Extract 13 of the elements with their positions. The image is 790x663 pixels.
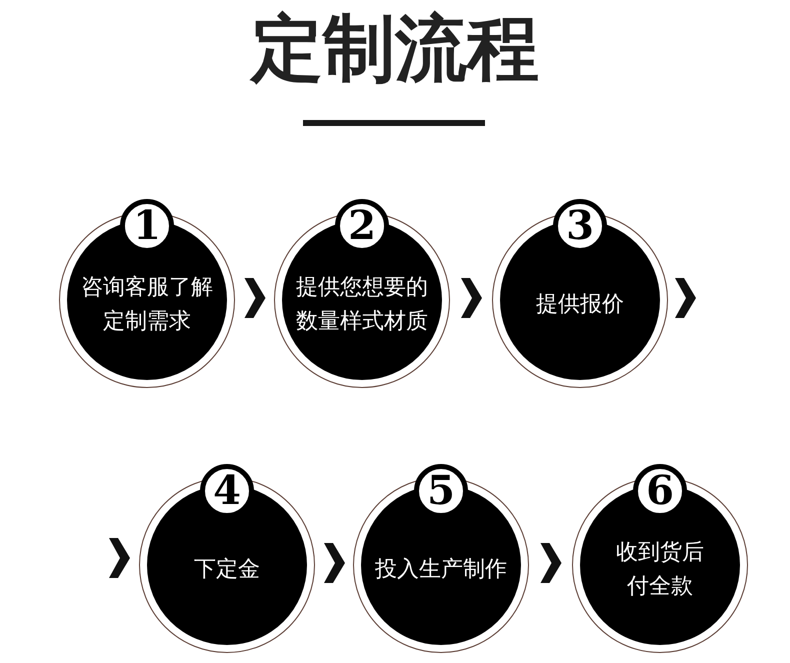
step-text: 投入生产制作 [374,556,508,584]
step-text: 提供报价 [535,291,625,319]
step-text: 收到货后付全款 [615,539,705,601]
chevron-arrow [109,538,130,578]
chevron-arrow [461,278,482,318]
step-text: 咨询客服了解定制需求 [80,274,214,336]
chevron-arrow [324,543,345,583]
chevron-arrow [540,543,562,583]
step-text: 提供您想要的数量样式材质 [295,274,429,336]
chevron-arrow [675,278,696,318]
title: 定制流程 [251,5,539,92]
chevron-arrow [244,278,266,318]
step-text: 下定金 [193,556,261,584]
